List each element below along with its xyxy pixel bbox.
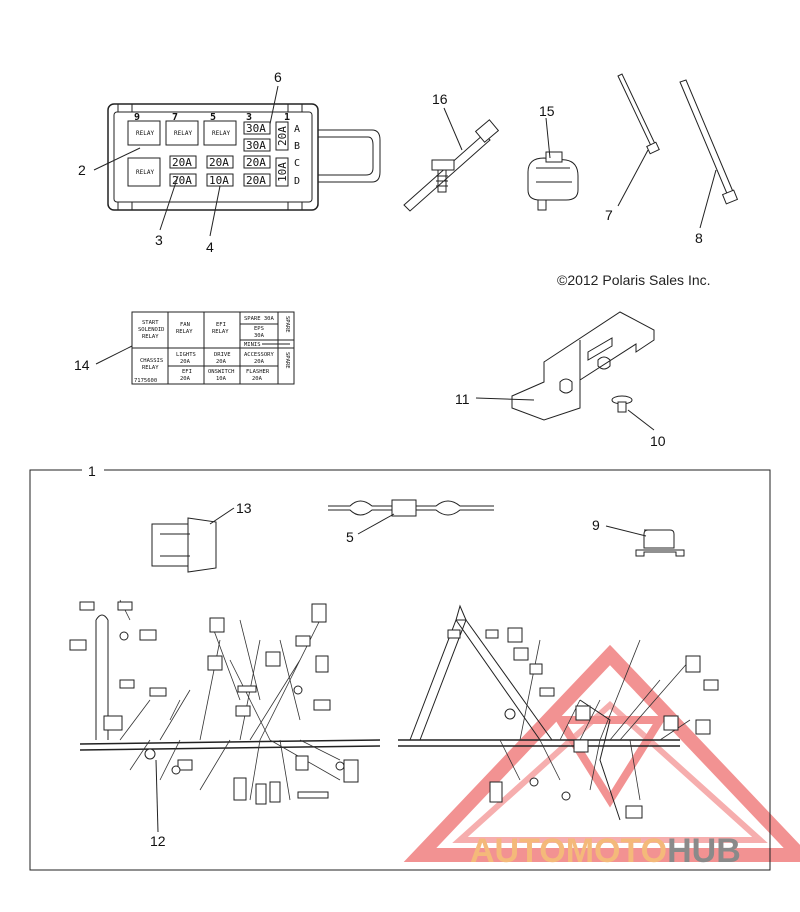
fuse-position-number: 1: [284, 112, 290, 123]
label-flasher: FLASHER: [246, 369, 270, 375]
fuse-rating: 10A: [209, 174, 229, 187]
inline-fuse-holder: [328, 499, 494, 517]
callout-2: 2: [78, 162, 86, 178]
label-flasher-20a: 20A: [252, 376, 263, 382]
label-efi-fuse: EFI: [182, 369, 192, 375]
callout-4: 4: [206, 239, 214, 255]
watermark-hub: HUB: [667, 832, 741, 870]
callout-13: 13: [236, 500, 252, 516]
label-lights: LIGHTS: [176, 352, 196, 358]
callout-3: 3: [155, 232, 163, 248]
relay-label: RELAY: [212, 130, 230, 137]
callout-16: 16: [432, 91, 448, 107]
label-fan: FAN: [180, 322, 190, 328]
fuse-position-number: 5: [210, 112, 216, 123]
callout-10: 10: [650, 433, 666, 449]
label-part-number: 7175600: [134, 378, 157, 384]
cable-tie-short: [617, 73, 660, 155]
callout-14: 14: [74, 357, 90, 373]
fuse-rating-vertical: 10A: [276, 162, 289, 182]
watermark-moto: MOTO: [566, 832, 667, 870]
fuse-rating: 20A: [246, 156, 266, 169]
label-accessory: ACCESSORY: [244, 352, 274, 358]
fuse-position-number: 9: [134, 112, 140, 123]
fuse-row-letter: D: [294, 176, 300, 187]
label-chassis: CHASSIS: [140, 358, 163, 364]
fuse-box: RELAY RELAY RELAY RELAY 30A 30A 20A 20A …: [107, 103, 381, 211]
label-fan-relay: RELAY: [176, 329, 193, 335]
relay-label: RELAY: [136, 169, 154, 176]
cable-tie-with-clip: [403, 119, 500, 212]
cable-tie-long: [679, 79, 739, 205]
callout-7: 7: [605, 207, 613, 223]
main-wire-harness-right: [398, 604, 719, 821]
push-pin-fastener: [611, 395, 633, 413]
label-spare-vertical: SPARE: [284, 316, 290, 333]
callout-12: 12: [150, 833, 166, 849]
harness-assembly-frame: [29, 469, 771, 871]
mounting-bracket: [511, 311, 655, 421]
fuse-box-label: START SOLENOID RELAY FAN RELAY EFI RELAY…: [131, 311, 295, 385]
label-minis: MINIS: [244, 342, 261, 348]
label-spare-30a: SPARE 30A: [244, 316, 274, 322]
fuse-rating: 20A: [209, 156, 229, 169]
label-start: START: [142, 320, 159, 326]
fuse-row-letter: A: [294, 124, 300, 135]
fuse-rating: 20A: [246, 174, 266, 187]
fuse-position-number: 7: [172, 112, 178, 123]
label-solenoid: SOLENOID: [138, 327, 165, 333]
fuse-row-letter: C: [294, 158, 300, 169]
label-lights-20a: 20A: [180, 359, 191, 365]
label-onswitch-10a: 10A: [216, 376, 227, 382]
callout-9: 9: [592, 517, 600, 533]
label-onswitch: ONSWITCH: [208, 369, 235, 375]
label-relay: RELAY: [142, 334, 159, 340]
fuse-rating: 30A: [246, 122, 266, 135]
callout-15: 15: [539, 103, 555, 119]
fuse-rating-vertical: 20A: [276, 126, 289, 146]
callout-8: 8: [695, 230, 703, 246]
fuse-position-number: 3: [246, 112, 252, 123]
label-spare-vertical: SPARE: [284, 352, 290, 369]
label-eps: EPS: [254, 326, 264, 332]
relay-label: RELAY: [136, 130, 154, 137]
label-chassis-relay: RELAY: [142, 365, 159, 371]
callout-5: 5: [346, 529, 354, 545]
callout-1: 1: [88, 463, 96, 479]
callout-6: 6: [274, 69, 282, 85]
main-wire-harness-left: [69, 599, 381, 805]
fuse-rating: 30A: [246, 139, 266, 152]
label-efi-relay: RELAY: [212, 329, 229, 335]
fuse-rating: 20A: [172, 156, 192, 169]
watermark-text: AUTOMOTOHUB: [470, 832, 741, 870]
watermark-auto: AUTO: [470, 832, 566, 870]
wire-connector-plug: [527, 151, 579, 211]
label-drive: DRIVE: [214, 352, 231, 358]
harness-connector-13: [151, 517, 217, 573]
relay-module: [635, 529, 685, 557]
label-efi: EFI: [216, 322, 226, 328]
label-eps-30a: 30A: [254, 333, 265, 339]
callout-11: 11: [455, 391, 470, 407]
label-accessory-20a: 20A: [254, 359, 265, 365]
label-drive-20a: 20A: [216, 359, 227, 365]
watermark-logo-mark: [403, 644, 800, 862]
copyright-notice: ©2012 Polaris Sales Inc.: [557, 272, 711, 288]
relay-label: RELAY: [174, 130, 192, 137]
label-efi-20a: 20A: [180, 376, 191, 382]
fuse-row-letter: B: [294, 141, 300, 152]
